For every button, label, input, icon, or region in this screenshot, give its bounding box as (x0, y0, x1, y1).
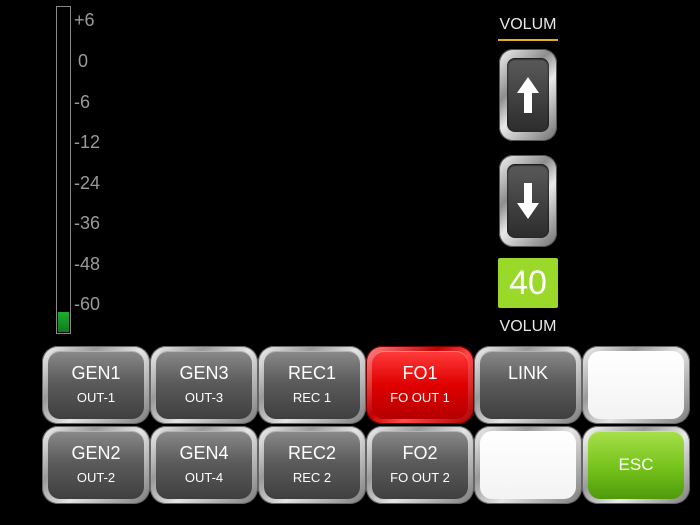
fo2-button[interactable]: FO2 FO OUT 2 (366, 426, 474, 504)
fo1-sublabel: FO OUT 1 (390, 390, 450, 405)
arrow-down-icon (517, 183, 539, 219)
gen1-sublabel: OUT-1 (76, 390, 116, 405)
esc-label: ESC (618, 455, 654, 474)
volume-value: 40 (498, 258, 558, 308)
gen4-button-face (156, 431, 252, 499)
volume-title-bottom: VOLUM (499, 318, 557, 335)
rec2-sublabel: REC 2 (292, 470, 332, 485)
fo2-label: FO2 (402, 443, 438, 463)
volume-up-button[interactable] (499, 49, 557, 141)
rec1-sublabel: REC 1 (292, 390, 332, 405)
blank-button-2[interactable] (474, 426, 582, 504)
scale-label-0: 0 (78, 51, 89, 71)
fo1-label: FO1 (402, 363, 438, 383)
level-meter-fill (58, 312, 69, 332)
scale-label-minus36: -36 (74, 213, 101, 233)
scale-label-minus6: -6 (74, 92, 91, 112)
rec2-button-face (264, 431, 360, 499)
volume-title-top: VOLUM (499, 16, 557, 33)
rec1-button[interactable]: REC1 REC 1 (258, 346, 366, 424)
link-button-face (480, 351, 576, 419)
gen3-sublabel: OUT-3 (184, 390, 224, 405)
volume-up-face (507, 58, 549, 132)
gen3-button-face (156, 351, 252, 419)
level-meter (56, 6, 71, 334)
blank-button-2-face (480, 431, 576, 499)
gen1-button-face (48, 351, 144, 419)
gen4-sublabel: OUT-4 (184, 470, 224, 485)
fo2-sublabel: FO OUT 2 (390, 470, 450, 485)
gen4-button[interactable]: GEN4 OUT-4 (150, 426, 258, 504)
rec2-label: REC2 (287, 443, 336, 463)
link-button[interactable]: LINK (474, 346, 582, 424)
scale-label-plus6: +6 (74, 10, 95, 30)
fo2-button-face (372, 431, 468, 499)
scale-label-minus48: -48 (74, 254, 101, 274)
gen2-button[interactable]: GEN2 OUT-2 (42, 426, 150, 504)
gen3-button[interactable]: GEN3 OUT-3 (150, 346, 258, 424)
esc-button[interactable]: ESC (582, 426, 690, 504)
volume-down-button[interactable] (499, 155, 557, 247)
rec1-button-face (264, 351, 360, 419)
volume-down-face (507, 164, 549, 238)
rec2-button[interactable]: REC2 REC 2 (258, 426, 366, 504)
arrow-up-icon (517, 77, 539, 113)
scale-label-minus24: -24 (74, 173, 101, 193)
gen1-button[interactable]: GEN1 OUT-1 (42, 346, 150, 424)
gen2-button-face (48, 431, 144, 499)
gen2-label: GEN2 (71, 443, 121, 463)
gen3-label: GEN3 (179, 363, 229, 383)
scale-label-minus12: -12 (74, 132, 101, 152)
rec1-label: REC1 (287, 363, 336, 383)
link-label: LINK (507, 363, 549, 383)
volume-title-underline (498, 39, 558, 41)
esc-button-face (588, 431, 684, 499)
blank-button-1-face (588, 351, 684, 419)
gen4-label: GEN4 (179, 443, 229, 463)
fo1-button-face (372, 351, 468, 419)
gen2-sublabel: OUT-2 (76, 470, 116, 485)
fo1-button[interactable]: FO1 FO OUT 1 (366, 346, 474, 424)
gen1-label: GEN1 (71, 363, 121, 383)
scale-label-minus60: -60 (74, 294, 101, 314)
blank-button-1[interactable] (582, 346, 690, 424)
